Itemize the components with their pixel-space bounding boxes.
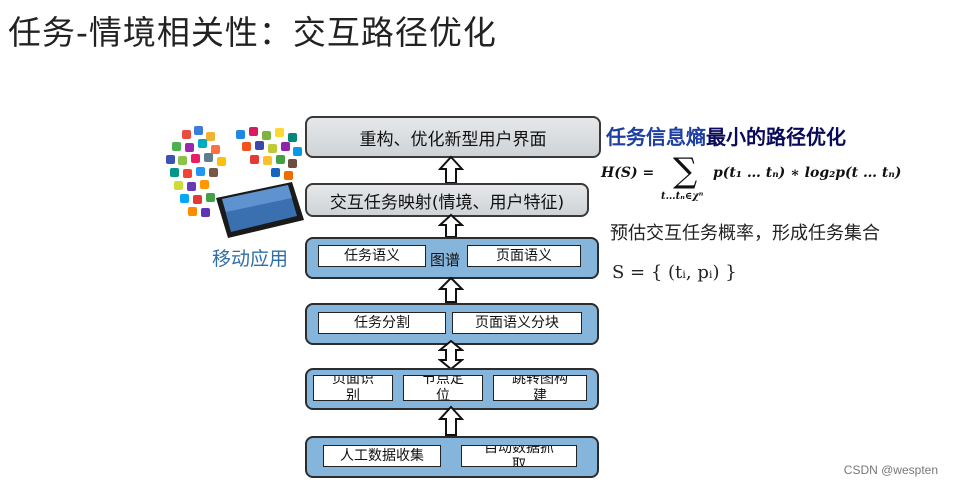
watermark: CSDN @wespten (844, 463, 938, 477)
mobile-apps-illustration (164, 124, 304, 246)
slide-title: 任务-情境相关性：交互路径优化 (8, 6, 497, 54)
task-probability-description: 预估交互任务概率，形成任务集合 (610, 219, 880, 245)
reconstruct-ui-box: 重构、优化新型用户界面 (305, 116, 601, 158)
formula-rhs: p(t₁ … tₙ) ∗ log₂p(t … tₙ) (713, 165, 901, 181)
mobile-app-label: 移动应用 (212, 244, 288, 271)
arrow-up-icon (438, 276, 464, 304)
entropy-formula: H(S) = ∑ t…tₙ∈χⁿ p(t₁ … tₙ) ∗ log₂p(t … … (601, 153, 921, 209)
graph-label: 图谱 (430, 249, 460, 270)
double-arrow-icon (438, 340, 464, 370)
jump-graph-build-cell: 跳转图构建 (493, 375, 587, 401)
manual-collection-cell: 人工数据收集 (323, 445, 441, 467)
reconstruct-ui-label: 重构、优化新型用户界面 (360, 125, 547, 150)
data-collection-box: 人工数据收集 自动数据抓取 (305, 436, 599, 478)
formula-lhs: H(S) = (601, 165, 654, 181)
task-mapping-label: 交互任务映射(情境、用户特征) (330, 188, 564, 213)
task-semantics-cell: 任务语义 (318, 245, 426, 267)
arrow-up-icon (438, 213, 464, 239)
node-location-cell: 节点定位 (403, 375, 483, 401)
arrow-up-icon (438, 155, 464, 185)
sum-symbol-icon: ∑ (673, 151, 697, 191)
page-recognition-cell: 页面识别 (313, 375, 393, 401)
task-set-definition: S = { (tᵢ, pᵢ) } (612, 262, 737, 283)
arrow-up-icon (438, 405, 464, 437)
segmentation-box: 任务分割 页面语义分块 (305, 303, 599, 345)
page-semantic-block-cell: 页面语义分块 (452, 312, 582, 334)
page-analysis-box: 页面识别 节点定位 跳转图构建 (305, 368, 599, 410)
semantic-graph-box: 任务语义 图谱 页面语义 (305, 237, 599, 279)
task-mapping-box: 交互任务映射(情境、用户特征) (305, 183, 589, 217)
right-heading: 任务信息熵最小的路径优化 (606, 121, 846, 150)
smartphone-icon (216, 182, 304, 238)
task-split-cell: 任务分割 (318, 312, 446, 334)
auto-crawl-cell: 自动数据抓取 (461, 445, 577, 467)
formula-subscript: t…tₙ∈χⁿ (661, 191, 703, 202)
page-semantics-cell: 页面语义 (467, 245, 581, 267)
